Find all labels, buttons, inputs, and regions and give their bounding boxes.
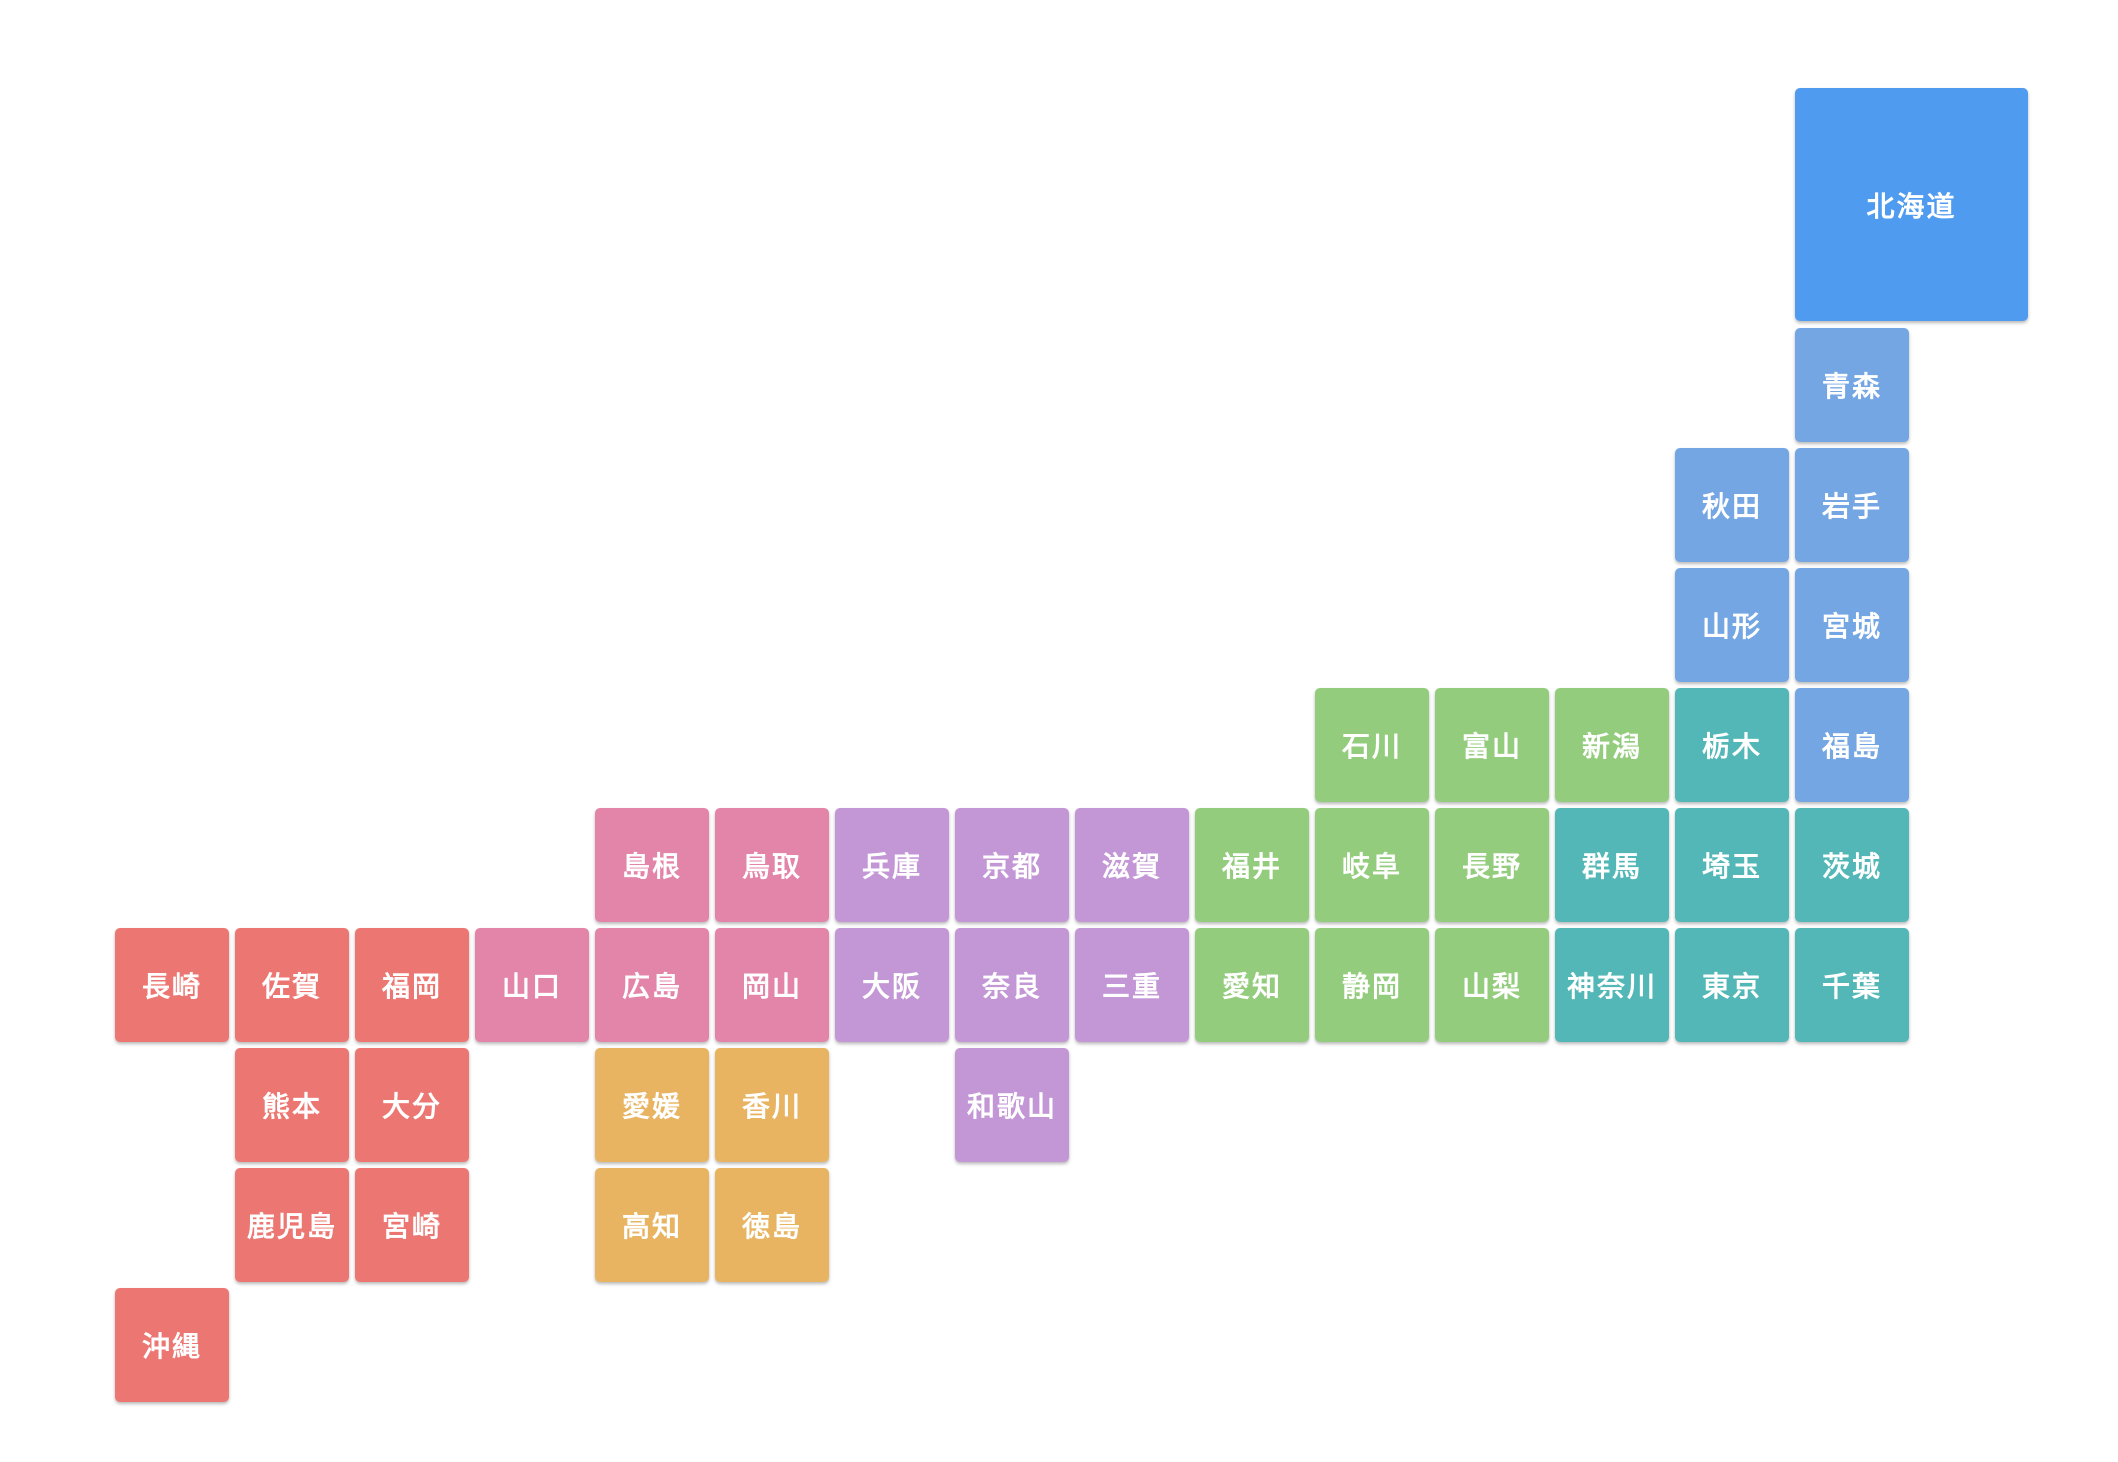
prefecture-label-niigata: 新潟 [1581,730,1642,763]
prefecture-label-aomori: 青森 [1821,370,1882,403]
prefecture-label-fukushima: 福島 [1821,730,1882,763]
prefecture-label-nagano: 長野 [1461,850,1522,883]
prefecture-label-tochigi: 栃木 [1701,730,1762,763]
prefecture-tile-fukui[interactable]: 福井 [1195,808,1309,922]
prefecture-tile-ehime[interactable]: 愛媛 [595,1048,709,1162]
prefecture-label-miyazaki: 宮崎 [381,1210,442,1243]
prefecture-label-chiba: 千葉 [1821,970,1882,1003]
prefecture-tile-fukuoka[interactable]: 福岡 [355,928,469,1042]
prefecture-label-akita: 秋田 [1701,490,1762,523]
prefecture-tile-mie[interactable]: 三重 [1075,928,1189,1042]
prefecture-tile-tokushima[interactable]: 徳島 [715,1168,829,1282]
prefecture-label-toyama: 富山 [1461,730,1522,763]
prefecture-label-miyagi: 宮城 [1821,610,1882,643]
prefecture-label-kagawa: 香川 [741,1090,802,1123]
prefecture-label-kagoshima: 鹿児島 [246,1210,337,1243]
prefecture-tile-kagoshima[interactable]: 鹿児島 [235,1168,349,1282]
prefecture-tile-chiba[interactable]: 千葉 [1795,928,1909,1042]
prefecture-label-kanagawa: 神奈川 [1566,970,1657,1003]
prefecture-label-iwate: 岩手 [1821,490,1882,523]
prefecture-label-wakayama: 和歌山 [966,1090,1057,1123]
prefecture-tile-hiroshima[interactable]: 広島 [595,928,709,1042]
prefecture-tile-ishikawa[interactable]: 石川 [1315,688,1429,802]
prefecture-tile-yamagata[interactable]: 山形 [1675,568,1789,682]
prefecture-tile-wakayama[interactable]: 和歌山 [955,1048,1069,1162]
prefecture-tile-kanagawa[interactable]: 神奈川 [1555,928,1669,1042]
prefecture-label-oita: 大分 [381,1090,442,1123]
prefecture-label-saitama: 埼玉 [1701,850,1762,883]
prefecture-tile-tochigi[interactable]: 栃木 [1675,688,1789,802]
prefecture-tile-aichi[interactable]: 愛知 [1195,928,1309,1042]
prefecture-tile-saga[interactable]: 佐賀 [235,928,349,1042]
prefecture-tile-gifu[interactable]: 岐阜 [1315,808,1429,922]
prefecture-label-okayama: 岡山 [741,970,802,1003]
prefecture-tile-fukushima[interactable]: 福島 [1795,688,1909,802]
prefecture-tile-tokyo[interactable]: 東京 [1675,928,1789,1042]
prefecture-tile-aomori[interactable]: 青森 [1795,328,1909,442]
prefecture-tile-ibaraki[interactable]: 茨城 [1795,808,1909,922]
prefecture-tile-kyoto[interactable]: 京都 [955,808,1069,922]
prefecture-label-shizuoka: 静岡 [1341,970,1402,1003]
prefecture-label-kumamoto: 熊本 [261,1090,322,1123]
prefecture-label-tokushima: 徳島 [741,1210,802,1243]
prefecture-label-yamagata: 山形 [1701,610,1762,643]
prefecture-label-hokkaido: 北海道 [1866,189,1957,223]
prefecture-label-ehime: 愛媛 [621,1090,682,1123]
prefecture-label-okinawa: 沖縄 [141,1330,202,1363]
prefecture-tile-nagano[interactable]: 長野 [1435,808,1549,922]
prefecture-tile-shizuoka[interactable]: 静岡 [1315,928,1429,1042]
prefecture-tile-kochi[interactable]: 高知 [595,1168,709,1282]
prefecture-tile-shimane[interactable]: 島根 [595,808,709,922]
prefecture-label-kochi: 高知 [621,1210,682,1243]
prefecture-tile-akita[interactable]: 秋田 [1675,448,1789,562]
prefecture-tile-osaka[interactable]: 大阪 [835,928,949,1042]
prefecture-label-fukui: 福井 [1221,850,1282,883]
prefecture-label-hyogo: 兵庫 [861,850,922,883]
prefecture-label-fukuoka: 福岡 [381,970,442,1003]
prefecture-label-shiga: 滋賀 [1101,850,1162,883]
prefecture-tile-nagasaki[interactable]: 長崎 [115,928,229,1042]
prefecture-tile-shiga[interactable]: 滋賀 [1075,808,1189,922]
prefecture-tile-nara[interactable]: 奈良 [955,928,1069,1042]
prefecture-tile-hokkaido[interactable]: 北海道 [1795,88,2028,321]
prefecture-tile-tottori[interactable]: 鳥取 [715,808,829,922]
prefecture-tile-iwate[interactable]: 岩手 [1795,448,1909,562]
prefecture-label-kyoto: 京都 [981,850,1042,883]
prefecture-label-aichi: 愛知 [1221,970,1282,1003]
prefecture-label-yamanashi: 山梨 [1461,970,1522,1003]
prefecture-tile-niigata[interactable]: 新潟 [1555,688,1669,802]
prefecture-tile-saitama[interactable]: 埼玉 [1675,808,1789,922]
prefecture-tile-toyama[interactable]: 富山 [1435,688,1549,802]
prefecture-tile-miyazaki[interactable]: 宮崎 [355,1168,469,1282]
prefecture-label-nagasaki: 長崎 [141,970,202,1003]
prefecture-tile-okinawa[interactable]: 沖縄 [115,1288,229,1402]
prefecture-label-tottori: 鳥取 [741,850,802,883]
prefecture-tile-gunma[interactable]: 群馬 [1555,808,1669,922]
prefecture-tile-yamanashi[interactable]: 山梨 [1435,928,1549,1042]
prefecture-tile-yamaguchi[interactable]: 山口 [475,928,589,1042]
prefecture-label-mie: 三重 [1101,970,1162,1003]
prefecture-tile-hyogo[interactable]: 兵庫 [835,808,949,922]
prefecture-label-ishikawa: 石川 [1341,730,1402,763]
prefecture-label-gunma: 群馬 [1581,850,1642,883]
prefecture-tile-kagawa[interactable]: 香川 [715,1048,829,1162]
prefecture-tile-kumamoto[interactable]: 熊本 [235,1048,349,1162]
prefecture-label-nara: 奈良 [981,970,1042,1003]
prefecture-label-ibaraki: 茨城 [1821,850,1882,883]
prefecture-tile-okayama[interactable]: 岡山 [715,928,829,1042]
prefecture-label-gifu: 岐阜 [1341,850,1402,883]
prefecture-tile-oita[interactable]: 大分 [355,1048,469,1162]
prefecture-label-osaka: 大阪 [861,970,922,1003]
prefecture-label-tokyo: 東京 [1701,970,1762,1003]
prefecture-label-saga: 佐賀 [261,970,322,1003]
prefecture-label-shimane: 島根 [621,850,682,883]
prefecture-label-yamaguchi: 山口 [501,970,562,1003]
prefecture-label-hiroshima: 広島 [621,970,682,1003]
prefecture-tile-miyagi[interactable]: 宮城 [1795,568,1909,682]
